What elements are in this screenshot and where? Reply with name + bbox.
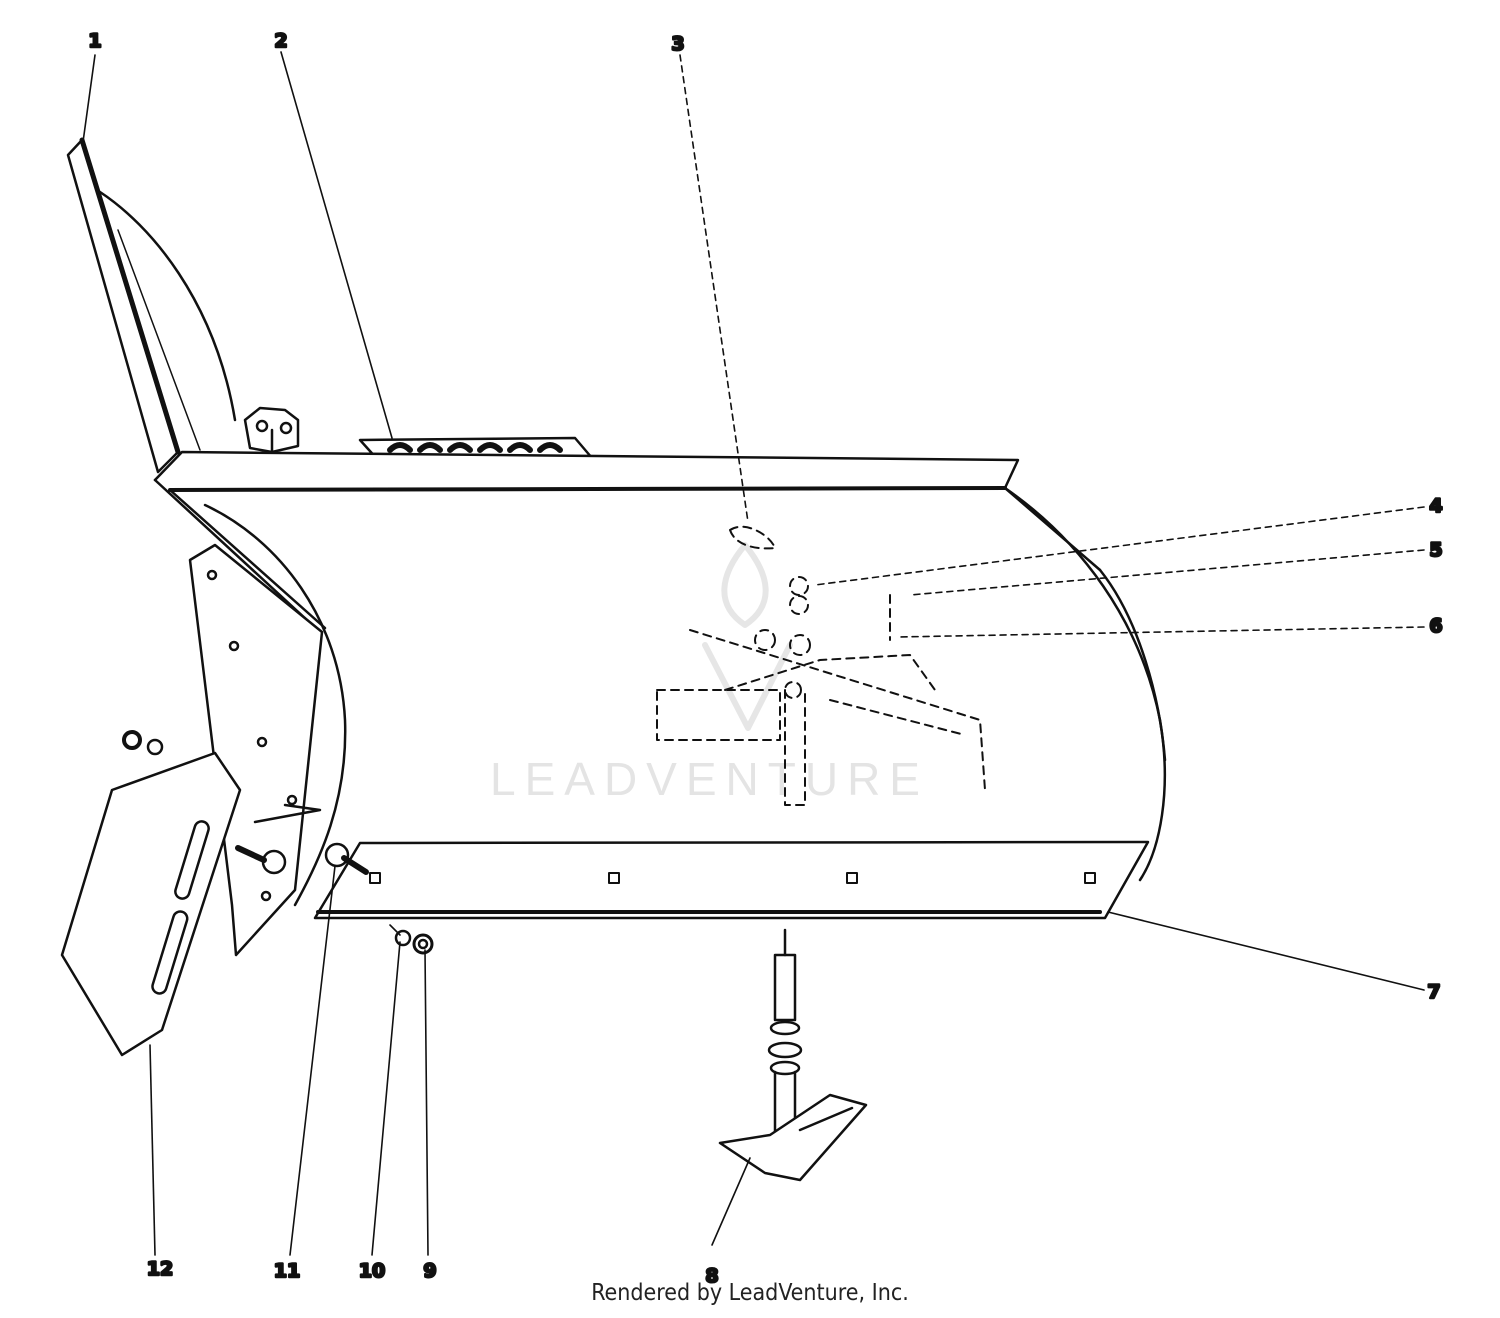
left-wing-plate [66, 137, 237, 474]
lock-washer-and-nut [394, 929, 434, 955]
main-moldboard [153, 450, 1167, 957]
skid-shoe [718, 928, 868, 1182]
callout-10: 10 [359, 1260, 385, 1282]
callout-leader-lines [82, 51, 1425, 1256]
watermark-text: LEADVENTURE [490, 753, 929, 805]
leadventure-logo-icon [702, 542, 793, 731]
callout-1: 1 [88, 30, 101, 52]
callout-7: 7 [1427, 981, 1440, 1003]
render-credit: Rendered by LeadVenture, Inc. [591, 1280, 909, 1306]
callout-9: 9 [423, 1260, 436, 1282]
callout-4: 4 [1429, 495, 1442, 517]
hidden-mount-bracket [656, 525, 986, 806]
callout-6: 6 [1429, 615, 1442, 637]
callout-2: 2 [274, 30, 287, 52]
cutting-edge [313, 840, 1150, 920]
callout-5: 5 [1429, 539, 1442, 561]
callout-12: 12 [147, 1258, 173, 1280]
callout-8: 8 [705, 1265, 718, 1287]
callout-11: 11 [274, 1260, 300, 1282]
side-shoe-plate [60, 730, 287, 1057]
callout-3: 3 [671, 33, 684, 55]
carriage-bolt [324, 842, 369, 875]
hinge-bracket [243, 406, 300, 454]
